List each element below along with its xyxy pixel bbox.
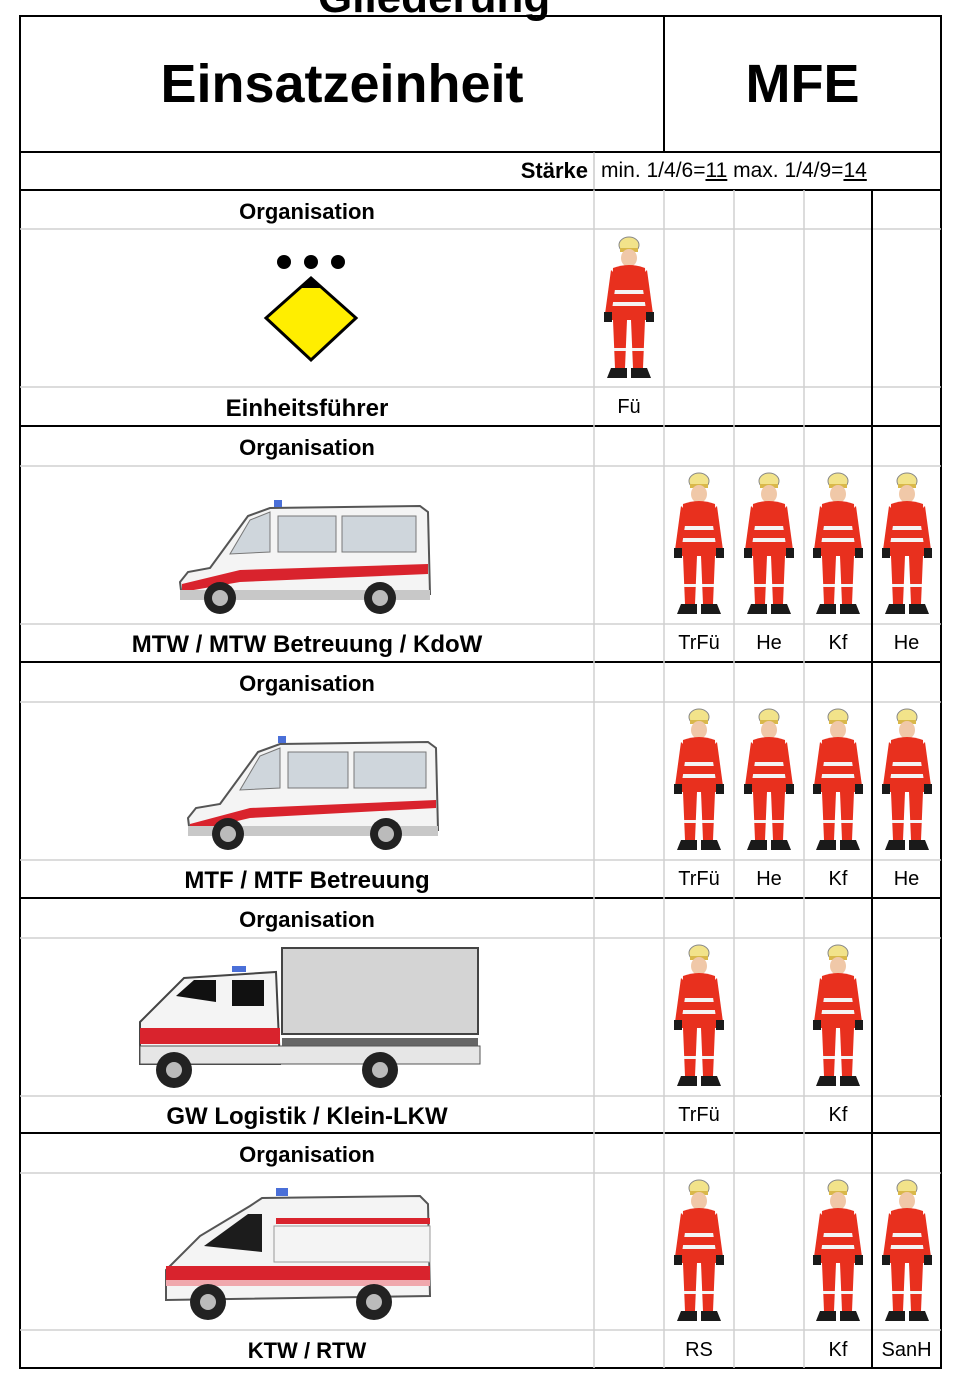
role-label: TrFü xyxy=(678,868,720,890)
role-label: SanH xyxy=(881,1339,932,1361)
strength-min-prefix: min. 1/4/6= xyxy=(601,159,706,182)
firefighter-figure xyxy=(881,1179,932,1322)
firefighter-figure xyxy=(812,944,864,1087)
organisation-label: Organisation xyxy=(239,907,375,932)
unit-label: Einsatzeinheit xyxy=(160,54,524,114)
section-name: MTF / MTF Betreuung xyxy=(184,867,430,894)
organisation-label: Organisation xyxy=(239,1142,375,1167)
section-name: MTW / MTW Betreuung / KdoW xyxy=(131,631,483,658)
organisation-label: Organisation xyxy=(239,435,375,460)
firefighter-figure xyxy=(673,472,725,615)
document-title-cutoff: Gliederung xyxy=(318,0,550,20)
role-label: Fü xyxy=(617,396,641,418)
role-label: He xyxy=(756,868,782,890)
firefighter-figure xyxy=(743,472,795,615)
strength-values: min. 1/4/6=11 max. 1/4/9=14 xyxy=(601,159,867,183)
firefighter-figure xyxy=(673,708,725,851)
strength-min-total: 11 xyxy=(705,159,728,182)
firefighter-figure xyxy=(603,236,655,379)
role-label: Kf xyxy=(828,632,848,654)
organisation-label: Organisation xyxy=(239,671,375,696)
firefighter-figure xyxy=(881,472,932,615)
firefighter-figure xyxy=(881,708,932,851)
section-name: KTW / RTW xyxy=(247,1338,367,1363)
role-label: He xyxy=(893,632,920,654)
role-label: Kf xyxy=(828,1104,848,1126)
firefighter-figure xyxy=(743,708,795,851)
firefighter-figure xyxy=(812,708,864,851)
firefighter-figure xyxy=(812,472,864,615)
strength-label: Stärke xyxy=(520,158,588,183)
section-name: Einheitsführer xyxy=(225,395,389,422)
firefighter-figure xyxy=(812,1179,864,1322)
van-icon xyxy=(186,736,440,850)
role-label: TrFü xyxy=(678,632,720,654)
ambulance-icon xyxy=(165,1188,432,1320)
firefighter-figure xyxy=(673,1179,725,1322)
role-label: He xyxy=(756,632,782,654)
strength-max-prefix: max. 1/4/9= xyxy=(727,159,844,182)
truck-icon xyxy=(139,947,481,1088)
strength-max-total: 14 xyxy=(843,159,867,182)
unit-code: MFE xyxy=(745,54,860,114)
leader-symbol-icon xyxy=(263,255,359,363)
role-label: Kf xyxy=(828,868,848,890)
role-label: RS xyxy=(685,1339,713,1361)
role-label: TrFü xyxy=(678,1104,720,1126)
organisation-label: Organisation xyxy=(239,199,375,224)
role-label: Kf xyxy=(828,1339,848,1361)
van-icon xyxy=(178,500,432,614)
firefighter-figure xyxy=(673,944,725,1087)
role-label: He xyxy=(893,868,920,890)
section-name: GW Logistik / Klein-LKW xyxy=(166,1103,448,1130)
